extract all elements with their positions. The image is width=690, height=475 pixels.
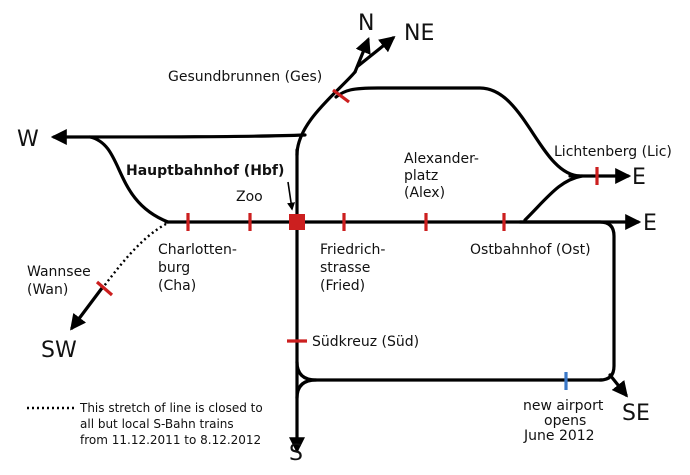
direction-labels: N NE W E E SW S SE: [17, 11, 657, 466]
station-markers: [95, 88, 599, 390]
legend-text-line1: This stretch of line is closed to: [79, 401, 263, 415]
label-alexanderplatz-line2: platz: [404, 168, 438, 184]
label-new-airport: new airport opens June 2012: [523, 398, 608, 444]
label-charlottenburg-line3: (Cha): [158, 278, 196, 294]
label-alexanderplatz-line3: (Alex): [404, 185, 445, 201]
legend-text-line3: from 11.12.2011 to 8.12.2012: [80, 433, 261, 447]
label-hauptbahnhof: Hauptbahnhof (Hbf): [126, 163, 284, 179]
label-new-airport-line2: opens: [544, 413, 586, 429]
direction-n: N: [358, 11, 374, 36]
label-friedrichstrasse: Friedrich- strasse (Fried): [320, 242, 390, 294]
label-friedrichstrasse-line2: strasse: [320, 260, 370, 276]
marker-wannsee: [95, 280, 114, 297]
label-new-airport-line1: new airport: [523, 398, 604, 414]
track-southwest: [70, 286, 104, 331]
track-northeast: [356, 36, 396, 68]
track-northern-ring: [334, 86, 582, 178]
label-charlottenburg: Charlotten- burg (Cha): [158, 242, 241, 294]
direction-ne: NE: [404, 21, 434, 46]
label-gesundbrunnen: Gesundbrunnen (Ges): [168, 69, 322, 85]
label-suedkreuz: Südkreuz (Süd): [312, 334, 419, 350]
marker-gesundbrunnen: [332, 88, 350, 104]
tracks: [50, 36, 642, 454]
label-ostbahnhof: Ostbahnhof (Ost): [470, 242, 591, 258]
label-new-airport-line3: June 2012: [523, 428, 595, 444]
legend: This stretch of line is closed to all bu…: [27, 401, 267, 447]
label-alexanderplatz: Alexander- platz (Alex): [404, 151, 483, 201]
label-lichtenberg: Lichtenberg (Lic): [554, 144, 672, 160]
label-friedrichstrasse-line3: (Fried): [320, 278, 365, 294]
label-zoo: Zoo: [236, 189, 263, 205]
label-charlottenburg-line2: burg: [158, 260, 190, 276]
label-friedrichstrasse-line1: Friedrich-: [320, 242, 385, 258]
track-south-link: [295, 360, 604, 382]
direction-se: SE: [622, 401, 650, 426]
track-southeast: [608, 373, 628, 398]
label-wannsee-line1: Wannsee: [27, 264, 91, 280]
marker-hauptbahnhof: [289, 214, 305, 230]
track-ostbahnhof-branch: [523, 174, 584, 222]
track-east-loop: [518, 220, 616, 382]
track-north-curve: [295, 70, 357, 157]
station-labels: Gesundbrunnen (Ges) Hauptbahnhof (Hbf) Z…: [27, 69, 672, 444]
legend-text: This stretch of line is closed to all bu…: [79, 401, 267, 447]
label-wannsee-line2: (Wan): [27, 282, 68, 298]
label-charlottenburg-line1: Charlotten-: [158, 242, 237, 258]
direction-e-lower: E: [643, 211, 657, 236]
label-alexanderplatz-line1: Alexander-: [404, 151, 479, 167]
label-wannsee: Wannsee (Wan): [27, 264, 95, 298]
legend-text-line2: all but local S-Bahn trains: [80, 417, 234, 431]
hauptbahnhof-pointer: [287, 181, 296, 211]
direction-e-upper: E: [632, 165, 646, 190]
direction-s: S: [289, 441, 303, 466]
track-west-to-trunk: [88, 135, 170, 224]
direction-w: W: [17, 127, 39, 152]
track-south-link-return: [295, 378, 318, 400]
closed-stretch-line: [100, 222, 167, 291]
direction-sw: SW: [41, 338, 77, 363]
